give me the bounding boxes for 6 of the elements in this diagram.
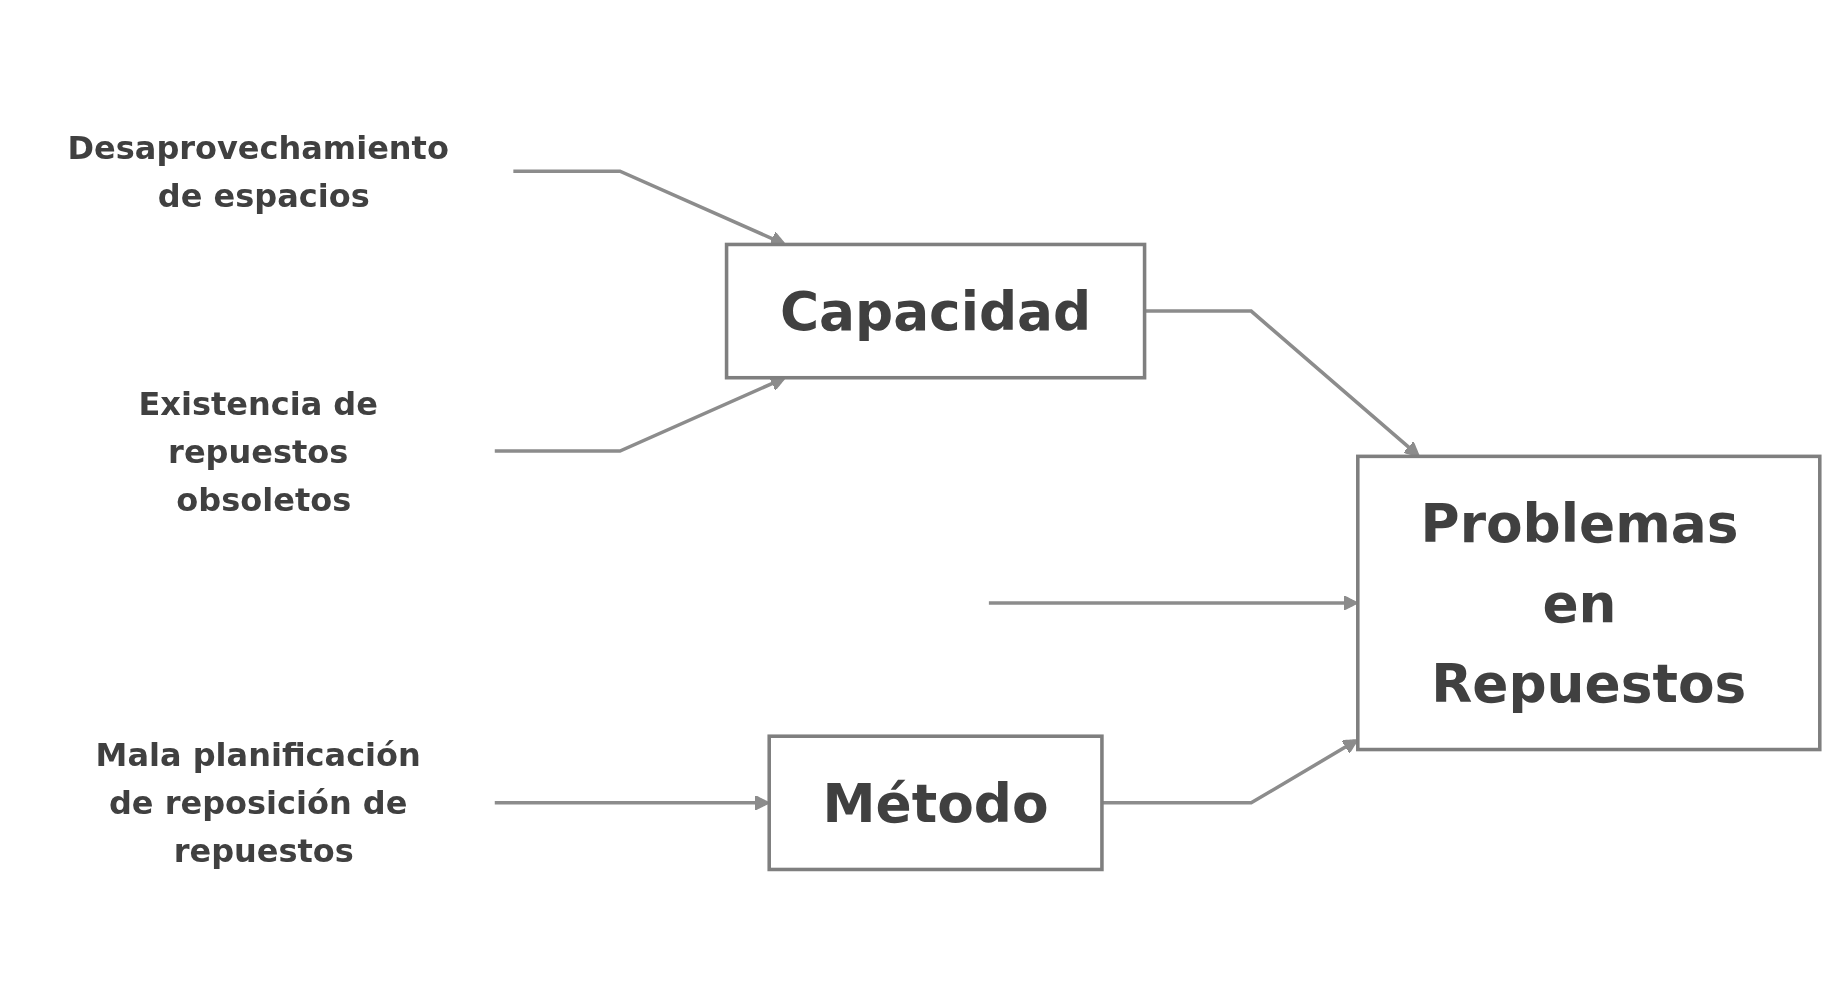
node-text: Existencia de repuestos obsoletos [138, 384, 378, 518]
node-text: Mala planificación de reposición de repuestos [95, 736, 421, 870]
node-text: Desaprovechamiento de espacios [67, 128, 449, 214]
node-box: Capacidad [724, 242, 1147, 380]
node-box: Problemas en Repuestos [1356, 454, 1822, 752]
node-box: Método [767, 734, 1104, 872]
